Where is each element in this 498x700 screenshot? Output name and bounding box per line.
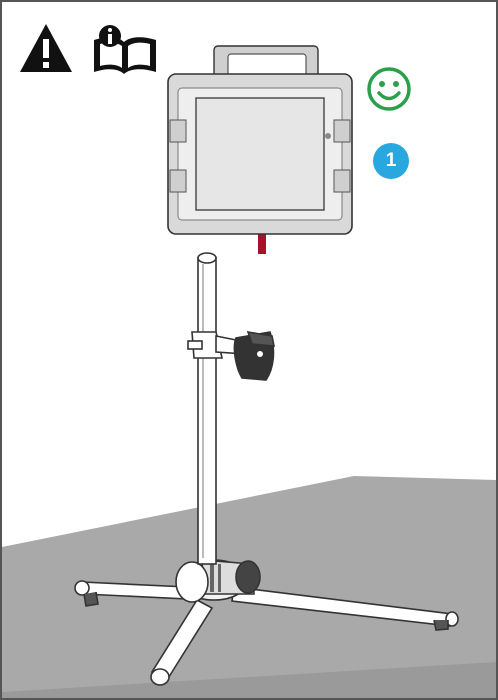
stand-pole xyxy=(197,252,217,565)
read-manual-icon xyxy=(94,25,156,74)
step-number-badge: 1 xyxy=(373,143,409,179)
tablet-screen xyxy=(195,97,325,211)
pole-clamp xyxy=(187,330,275,381)
tablet-case xyxy=(167,45,353,235)
tripod-base xyxy=(74,559,459,686)
smiley-ok-icon xyxy=(367,67,411,111)
warning-triangle-icon xyxy=(20,24,72,72)
step-number: 1 xyxy=(385,150,397,171)
table-edge xyxy=(2,662,496,698)
